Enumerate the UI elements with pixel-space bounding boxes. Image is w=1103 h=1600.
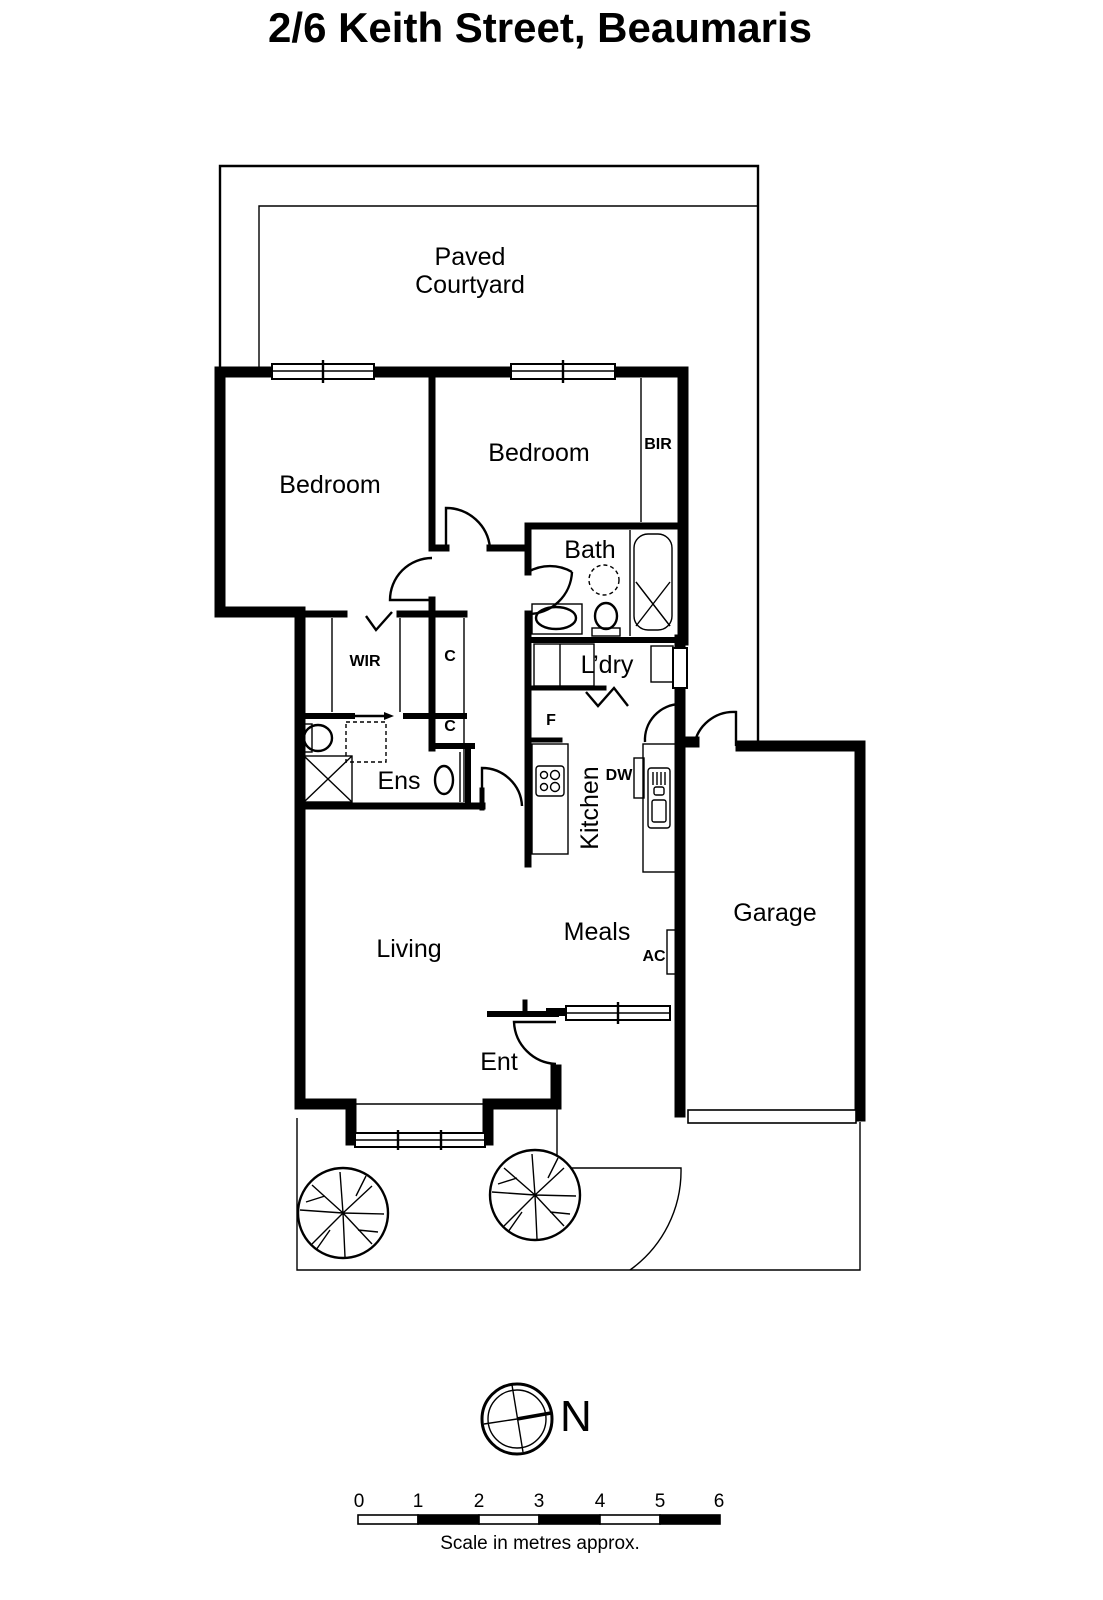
laundry-window <box>672 647 688 689</box>
label-bedroom-1: Bedroom <box>279 471 380 499</box>
window-living-bay <box>354 1103 486 1150</box>
label-kitchen: Kitchen <box>576 766 604 849</box>
label-wir: WIR <box>349 653 381 670</box>
tree-icon-right <box>488 1148 582 1242</box>
label-laundry: L’dry <box>581 651 634 679</box>
courtyard-boundary <box>218 164 760 746</box>
garage-door <box>687 1109 857 1124</box>
scale-tick-1: 1 <box>413 1491 424 1512</box>
window-bedroom2 <box>510 360 616 383</box>
label-bir: BIR <box>644 436 672 453</box>
fixtures <box>302 378 678 975</box>
label-courtyard-line2: Courtyard <box>415 271 525 299</box>
scale-tick-4: 4 <box>595 1491 606 1512</box>
scale-tick-5: 5 <box>655 1491 666 1512</box>
scale-tick-3: 3 <box>534 1491 545 1512</box>
label-entry: Ent <box>480 1048 518 1076</box>
interior-walls <box>296 368 684 1017</box>
scale-caption: Scale in metres approx. <box>440 1533 640 1554</box>
scale-tick-2: 2 <box>474 1491 485 1512</box>
scale-bar <box>357 1514 721 1525</box>
north-arrow-icon <box>480 1382 554 1456</box>
label-living: Living <box>376 935 441 963</box>
doors <box>350 506 738 1066</box>
label-bath: Bath <box>564 536 615 564</box>
label-closet-2: C <box>444 718 456 735</box>
scale-tick-6: 6 <box>714 1491 725 1512</box>
tree-icon-left <box>296 1166 390 1260</box>
label-ens: Ens <box>377 767 420 795</box>
scale-tick-0: 0 <box>354 1491 365 1512</box>
label-garage: Garage <box>733 899 816 927</box>
window-meals <box>565 1002 671 1024</box>
label-courtyard-line1: Paved <box>435 243 506 271</box>
window-bedroom1 <box>271 360 375 383</box>
windows <box>271 360 857 1150</box>
compass-north-label: N <box>560 1392 592 1441</box>
label-ac: AC <box>642 948 666 965</box>
label-dishwasher: DW <box>606 767 634 784</box>
page-title: 2/6 Keith Street, Beaumaris <box>268 4 812 51</box>
label-bedroom-2: Bedroom <box>488 439 589 467</box>
label-meals: Meals <box>564 918 631 946</box>
label-closet-1: C <box>444 648 456 665</box>
label-fridge: F <box>546 712 556 729</box>
